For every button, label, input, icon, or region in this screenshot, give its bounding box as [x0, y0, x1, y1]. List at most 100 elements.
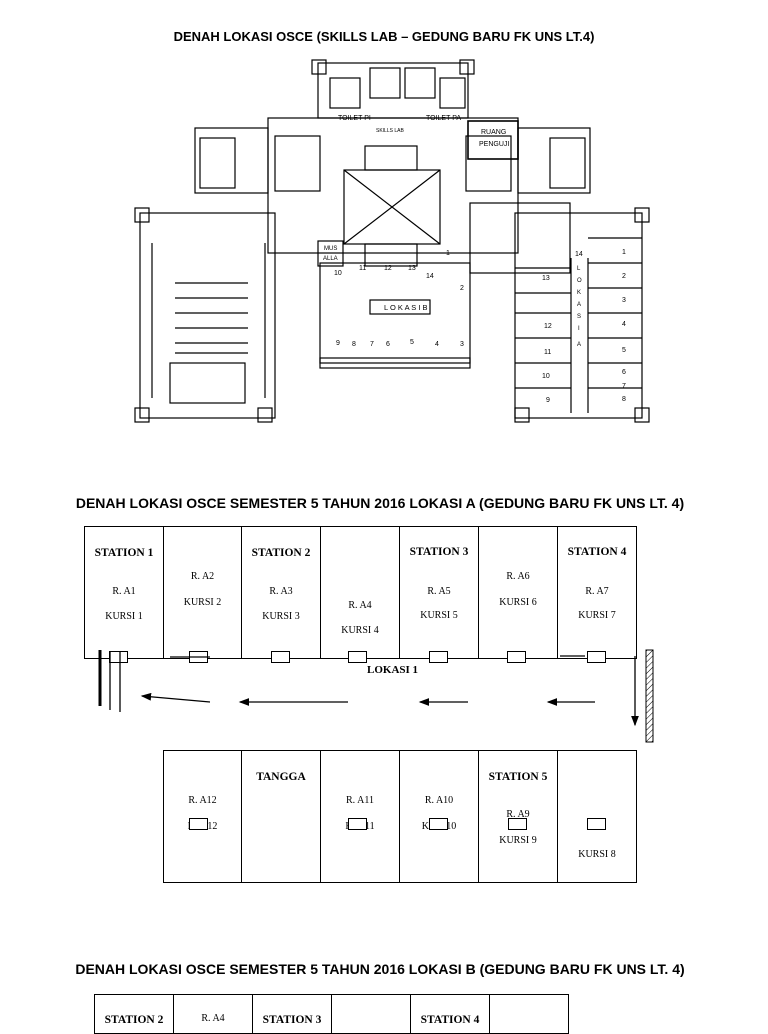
room-label: R. A4	[348, 600, 372, 611]
door-marker	[429, 651, 448, 663]
seat-marker	[587, 818, 606, 830]
kursi-label: KURSI 9	[499, 835, 537, 846]
room-label: R. A2	[190, 571, 215, 582]
plan-r-12: 12	[544, 323, 552, 330]
toilet-pa-label: TOILET PA	[426, 115, 461, 122]
room-label: R. A5	[427, 586, 451, 597]
plan-num-9: 9	[336, 340, 340, 347]
room-a12: R. A12 K 12	[163, 750, 242, 883]
floor-plan: TOILET PI TOILET PA SKILLS LAB RUANG PEN…	[134, 59, 650, 423]
plan-r-13: 13	[542, 275, 550, 282]
plan-num-12: 12	[384, 265, 392, 272]
plan-r-9: 9	[546, 397, 550, 404]
plan-r-3: 3	[622, 297, 626, 304]
plan-num-6: 6	[386, 341, 390, 348]
lokasi-a-title: DENAH LOKASI OSCE SEMESTER 5 TAHUN 2016 …	[75, 495, 685, 511]
room-label: R. A4	[201, 1013, 225, 1024]
plan-num-1: 1	[446, 250, 450, 257]
station-label: STATION 4	[567, 546, 627, 558]
floorplan-title: DENAH LOKASI OSCE (SKILLS LAB – GEDUNG B…	[173, 29, 595, 44]
kursi-label: KURSI 6	[499, 597, 537, 608]
plan-num-4: 4	[435, 341, 439, 348]
room-b5: STATION 4	[410, 994, 490, 1034]
room-tangga: TANGGA	[241, 750, 321, 883]
kursi-label: KURSI 4	[341, 625, 379, 636]
plan-r-14: 14	[575, 251, 583, 258]
room-label: R. A11	[346, 795, 374, 806]
plan-num-14: 14	[426, 273, 434, 280]
skills-lab-label: SKILLS LAB	[376, 128, 404, 134]
plan-vert-a2: A	[577, 342, 581, 348]
plan-r-2: 2	[622, 273, 626, 280]
station-label: STATION 2	[104, 1014, 164, 1026]
door-marker	[507, 651, 526, 663]
plan-num-5: 5	[410, 339, 414, 346]
plan-num-10: 10	[334, 270, 342, 277]
plan-num-13: 13	[408, 265, 416, 272]
kursi-label: KURSI 1	[105, 611, 143, 622]
lokasi-b-title: DENAH LOKASI OSCE SEMESTER 5 TAHUN 2016 …	[75, 961, 685, 977]
room-label: R. A9	[506, 809, 530, 820]
door-marker	[271, 651, 290, 663]
room-label: R. A7	[585, 586, 609, 597]
ruang-penguji-line1: RUANG	[481, 129, 506, 136]
room-b2: R. A4	[173, 994, 253, 1034]
plan-r-10: 10	[542, 373, 550, 380]
plan-num-3: 3	[460, 341, 464, 348]
station-label: STATION 1	[94, 547, 154, 559]
plan-vert-k: K	[577, 290, 581, 296]
room-b3: STATION 3	[252, 994, 332, 1034]
tangga-label: TANGGA	[256, 771, 306, 783]
room-label: R. A10	[424, 795, 454, 806]
room-label: R. A1	[112, 586, 136, 597]
seat-marker	[189, 818, 208, 830]
plan-r-1: 1	[622, 249, 626, 256]
room-a9: STATION 5 R. A9 KURSI 9	[478, 750, 558, 883]
station-label: STATION 2	[251, 547, 311, 559]
room-label: R. A12	[188, 795, 217, 806]
plan-r-5: 5	[622, 347, 626, 354]
kursi-label: KURSI 5	[420, 610, 458, 621]
corridor-label: LOKASI 1	[367, 664, 419, 676]
kursi-label: KU 10	[422, 821, 457, 832]
plan-r-6: 6	[622, 369, 626, 376]
station-label: STATION 3	[409, 546, 469, 558]
kursi-label: KURSI 7	[578, 610, 616, 621]
seat-marker	[429, 818, 448, 830]
room-a11: R. A11 K 11	[320, 750, 400, 883]
kursi-label: KURSI 2	[183, 597, 222, 608]
room-a10: R. A10 KU 10	[399, 750, 479, 883]
lokasi-b-plan-label: L O K A S I B	[384, 303, 428, 312]
station-label: STATION 3	[262, 1014, 322, 1026]
plan-vert-i: I	[578, 326, 580, 332]
plan-num-11: 11	[359, 265, 366, 272]
musalla-line1: MUS	[324, 246, 337, 252]
door-marker	[587, 651, 606, 663]
plan-r-7: 7	[622, 383, 626, 390]
plan-vert-a: A	[577, 302, 581, 308]
plan-num-7: 7	[370, 341, 374, 348]
toilet-pi-label: TOILET PI	[338, 115, 371, 122]
station-label: STATION 5	[488, 771, 548, 783]
plan-r-8: 8	[622, 396, 626, 403]
door-marker	[348, 651, 367, 663]
room-b6	[489, 994, 569, 1034]
musalla-line2: ALLA	[323, 256, 338, 262]
room-a8: KURSI 8	[557, 750, 637, 883]
station-label: STATION 4	[420, 1014, 480, 1026]
seat-marker	[508, 818, 527, 830]
room-label: R. A3	[269, 586, 293, 597]
plan-vert-l: L	[577, 266, 581, 272]
plan-r-4: 4	[622, 321, 626, 328]
plan-vert-s: S	[577, 314, 581, 320]
room-b4	[331, 994, 411, 1034]
plan-num-2: 2	[460, 285, 464, 292]
room-b1: STATION 2	[94, 994, 174, 1034]
ruang-penguji-line2: PENGUJI	[479, 141, 509, 148]
plan-vert-o: O	[577, 278, 582, 284]
corridor-arrows	[98, 649, 654, 743]
room-label: R. A6	[506, 571, 530, 582]
seat-marker	[348, 818, 367, 830]
kursi-label: KURSI 3	[262, 611, 300, 622]
kursi-label: KURSI 8	[578, 849, 616, 860]
